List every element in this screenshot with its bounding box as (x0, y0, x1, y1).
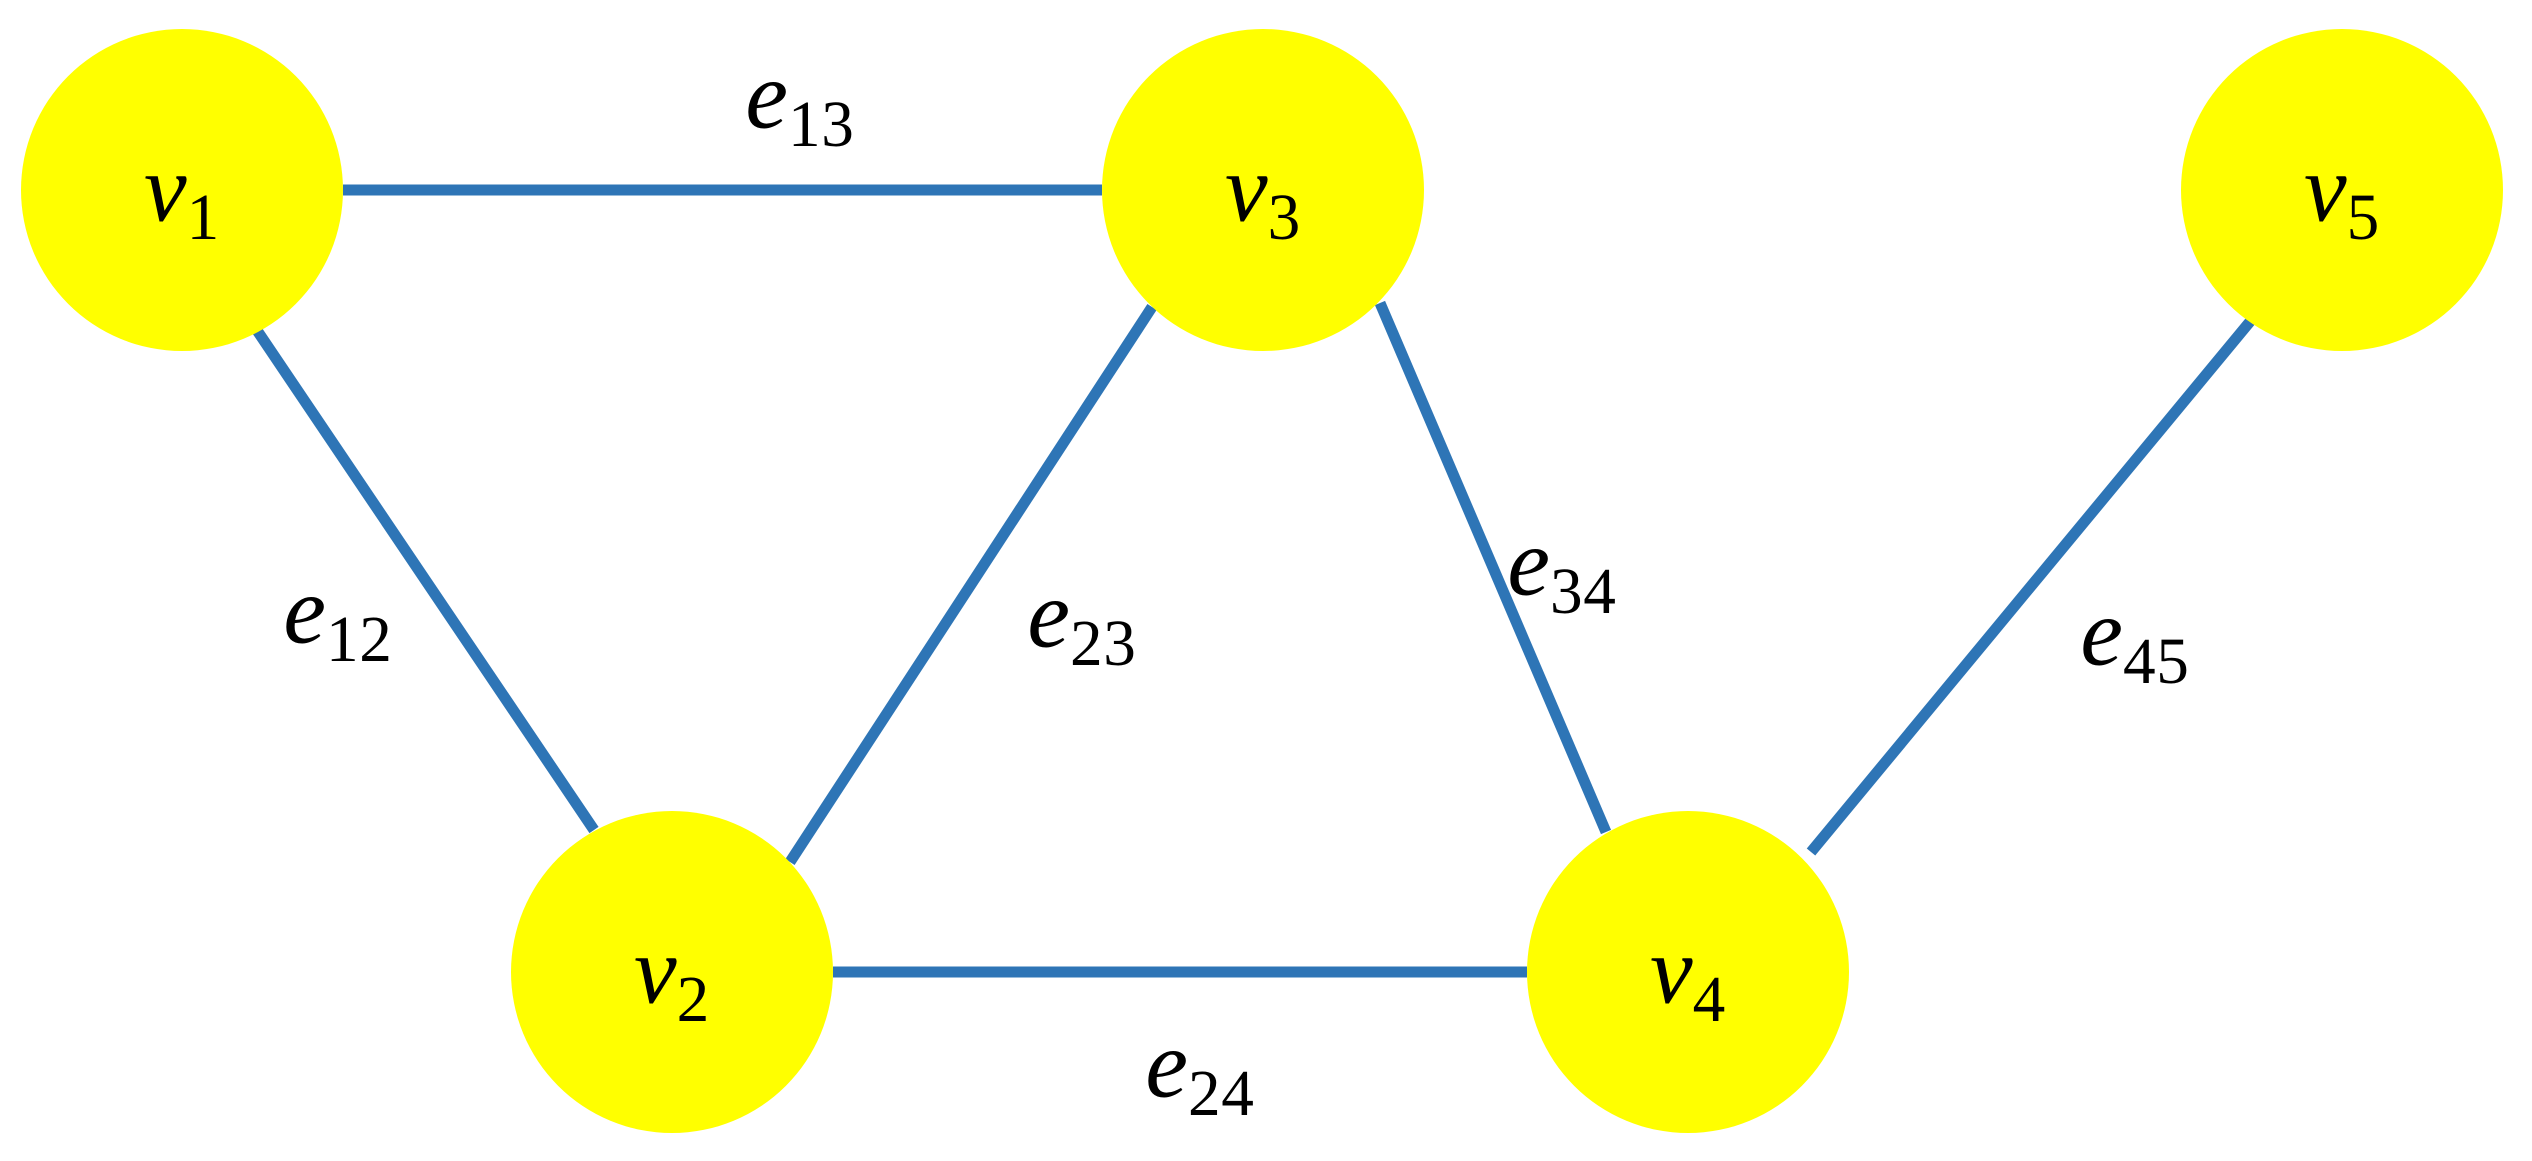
edge-label-e12: e12 (283, 562, 393, 676)
label-subscript: 2 (676, 963, 710, 1036)
label-symbol: e (1145, 1010, 1189, 1118)
edge-e34[interactable] (1374, 300, 1612, 835)
node-v1[interactable] (21, 29, 343, 351)
nodes-layer (21, 29, 2503, 1133)
edge-e12[interactable] (247, 319, 599, 834)
edges-layer (247, 184, 2258, 978)
label-subscript: 24 (1188, 1057, 1255, 1130)
label-subscript: 12 (326, 603, 393, 676)
edge-label-e23: e23 (1027, 566, 1137, 680)
label-subscript: 4 (1692, 963, 1726, 1036)
node-v5[interactable] (2181, 29, 2503, 351)
label-subscript: 23 (1070, 607, 1137, 680)
node-v4[interactable] (1527, 811, 1849, 1133)
label-symbol: e (283, 556, 327, 664)
label-symbol: e (1507, 508, 1551, 616)
node-label-v2: v2 (634, 922, 710, 1036)
node-label-v5: v5 (2304, 140, 2380, 254)
label-symbol: e (2080, 578, 2124, 686)
label-symbol: v (1225, 134, 1268, 242)
label-symbol: v (1650, 916, 1693, 1024)
label-symbol: e (1027, 560, 1071, 668)
node-label-v1: v1 (144, 140, 220, 254)
label-symbol: v (2304, 134, 2347, 242)
edge-label-e34: e34 (1507, 514, 1617, 628)
label-subscript: 45 (2123, 625, 2190, 698)
edge-label-e45: e45 (2080, 584, 2190, 698)
node-label-v3: v3 (1225, 140, 1301, 254)
label-symbol: v (144, 134, 187, 242)
node-v2[interactable] (511, 811, 833, 1133)
node-v3[interactable] (1102, 29, 1424, 351)
label-subscript: 1 (186, 181, 220, 254)
label-subscript: 3 (1267, 181, 1301, 254)
edge-e23[interactable] (785, 303, 1157, 866)
label-subscript: 13 (788, 88, 855, 161)
edge-e45[interactable] (1806, 314, 2258, 856)
edge-label-e24: e24 (1145, 1016, 1255, 1130)
label-symbol: e (745, 41, 789, 149)
node-label-v4: v4 (1650, 922, 1726, 1036)
label-symbol: v (634, 916, 677, 1024)
edge-label-e13: e13 (745, 47, 855, 161)
label-subscript: 34 (1550, 555, 1617, 628)
label-subscript: 5 (2346, 181, 2380, 254)
